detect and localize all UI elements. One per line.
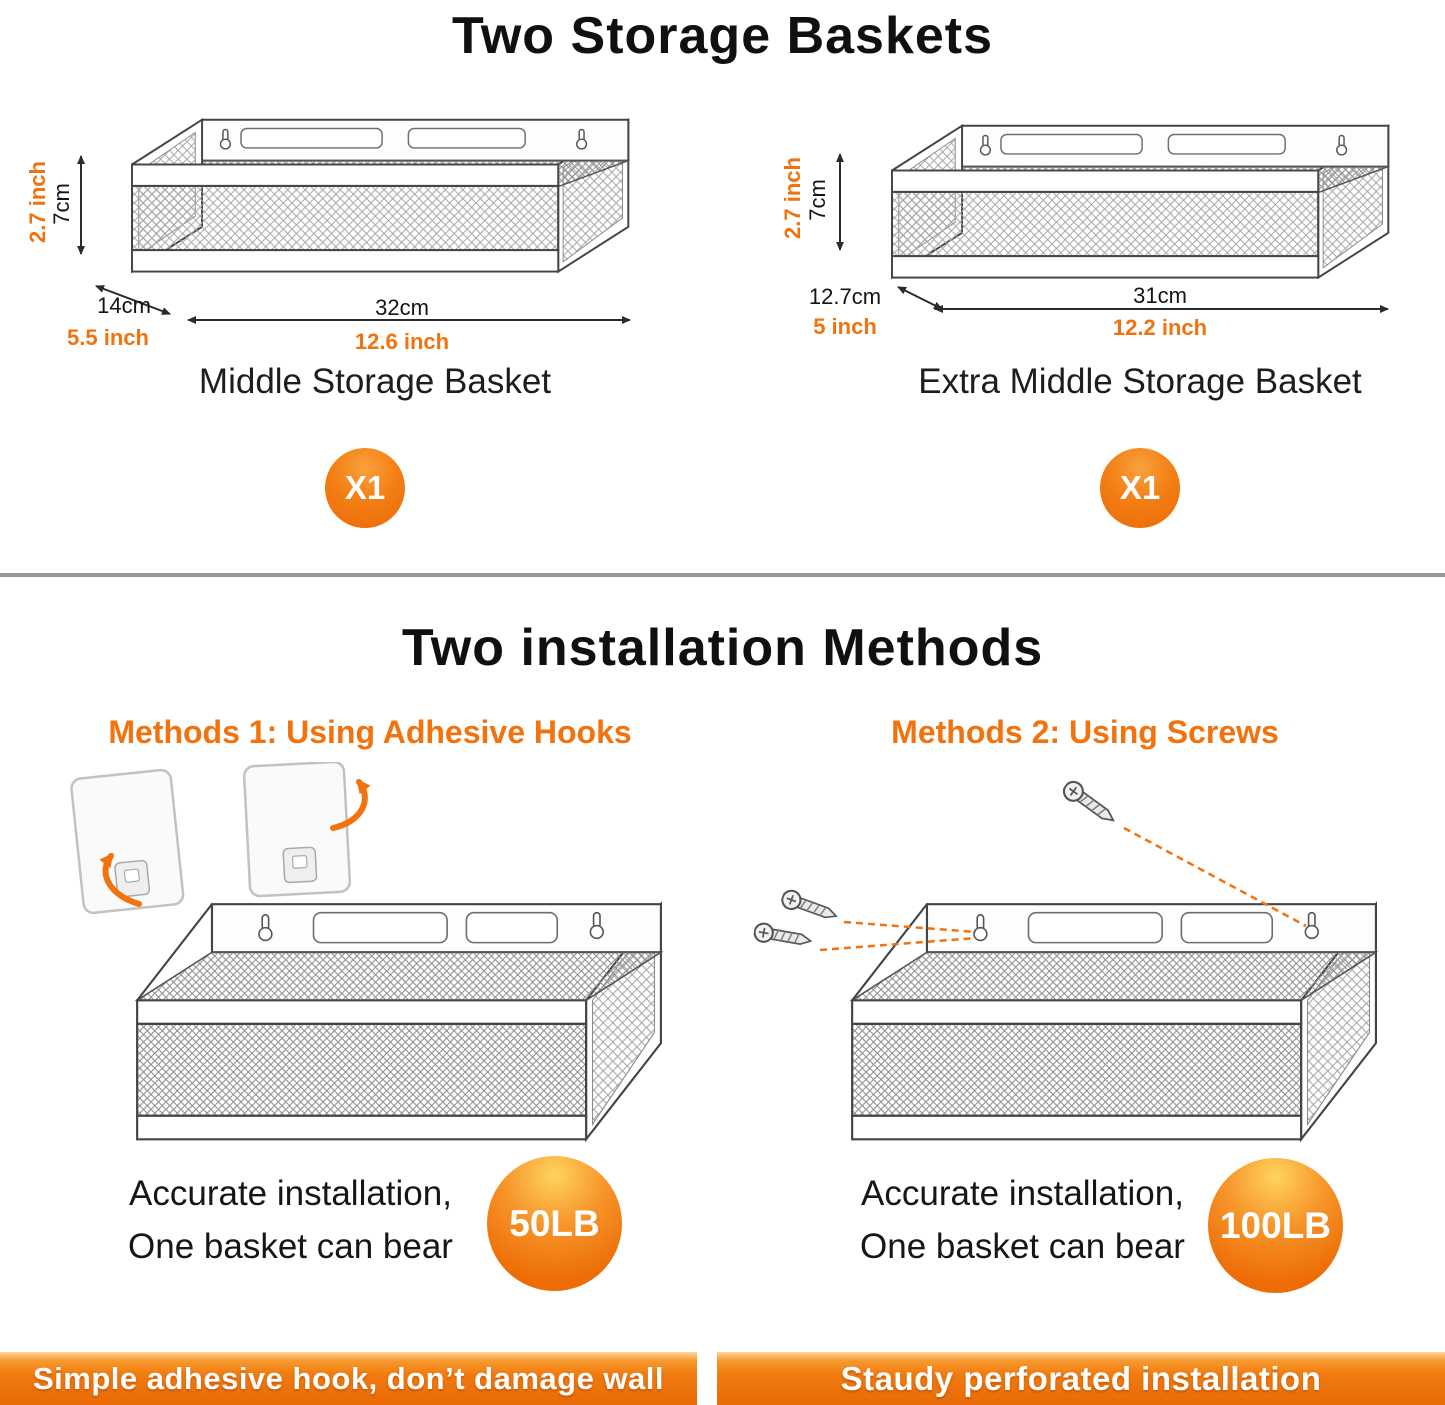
width-inch-label: 12.2 inch [1112, 315, 1208, 340]
method1-heading: Methods 1: Using Adhesive Hooks [108, 714, 632, 750]
width-cm-label: 31cm [1133, 283, 1187, 308]
method1-banner: Simple adhesive hook, don’t damage wall [0, 1352, 697, 1405]
section-title-installation: Two installation Methods [401, 619, 1044, 677]
adhesive-pad-icon [242, 762, 352, 898]
peel-arrow-icon [330, 778, 371, 831]
adhesive-pad-icon [70, 768, 185, 915]
section-title-baskets: Two Storage Baskets [451, 7, 994, 65]
screw-guide-line [819, 936, 977, 952]
adhesive-hook-installation-illustration [70, 762, 663, 1141]
height-inch-label: 2.7 inch [25, 161, 50, 243]
method1-note-line1: Accurate installation, [129, 1174, 452, 1213]
depth-cm-label: 12.7cm [808, 284, 882, 309]
basket-figure-2: 2.7 inch 7cm 12.7cm 5 inch 31cm 12.2 inc… [745, 90, 1445, 390]
depth-inch-label: 5.5 inch [67, 325, 149, 350]
storage-basket-illustration [851, 903, 1378, 1141]
width-inch-label: 12.6 inch [354, 329, 450, 354]
basket1-quantity-badge: X1 [325, 448, 405, 528]
width-dimension-arrow [187, 316, 631, 324]
method2-banner: Staudy perforated installation [717, 1352, 1445, 1405]
height-dimension-arrow [836, 153, 844, 251]
screw-installation-illustration [752, 777, 1378, 1141]
method2-note-line1: Accurate installation, [861, 1174, 1184, 1213]
method1-figure [25, 762, 715, 1167]
section-divider [0, 573, 1445, 577]
method2-note: Accurate installation, One basket can be… [800, 1168, 1245, 1273]
method2-heading: Methods 2: Using Screws [891, 714, 1279, 750]
screw-icon [1059, 777, 1120, 830]
height-inch-label: 2.7 inch [780, 157, 805, 239]
storage-basket-illustration [136, 903, 663, 1141]
basket1-name: Middle Storage Basket [198, 362, 552, 401]
screw-icon [752, 921, 814, 952]
width-cm-label: 32cm [375, 295, 429, 320]
method2-note-line2: One basket can bear [860, 1226, 1185, 1266]
method1-note: Accurate installation, One basket can be… [68, 1168, 513, 1273]
peel-arrow-icon [99, 852, 142, 907]
screw-guide-line [843, 920, 977, 934]
method2-figure [740, 762, 1430, 1167]
width-dimension-arrow [934, 305, 1389, 313]
screw-icon [778, 887, 841, 926]
method1-note-line2: One basket can bear [128, 1226, 453, 1266]
screw-guide-line [1123, 826, 1307, 928]
basket2-name: Extra Middle Storage Basket [918, 362, 1362, 401]
height-cm-label: 7cm [805, 179, 830, 221]
height-dimension-arrow [77, 155, 85, 255]
height-cm-label: 7cm [49, 183, 74, 225]
depth-cm-label: 14cm [97, 293, 151, 318]
method1-capacity-badge: 50LB [487, 1156, 622, 1291]
basket-figure-1: 2.7 inch 7cm 14cm 5.5 inch 32cm 12.6 inc… [0, 90, 700, 390]
depth-dimension-arrow [95, 285, 171, 315]
method2-capacity-badge: 100LB [1208, 1158, 1343, 1293]
basket2-quantity-badge: X1 [1100, 448, 1180, 528]
depth-inch-label: 5 inch [813, 314, 877, 339]
